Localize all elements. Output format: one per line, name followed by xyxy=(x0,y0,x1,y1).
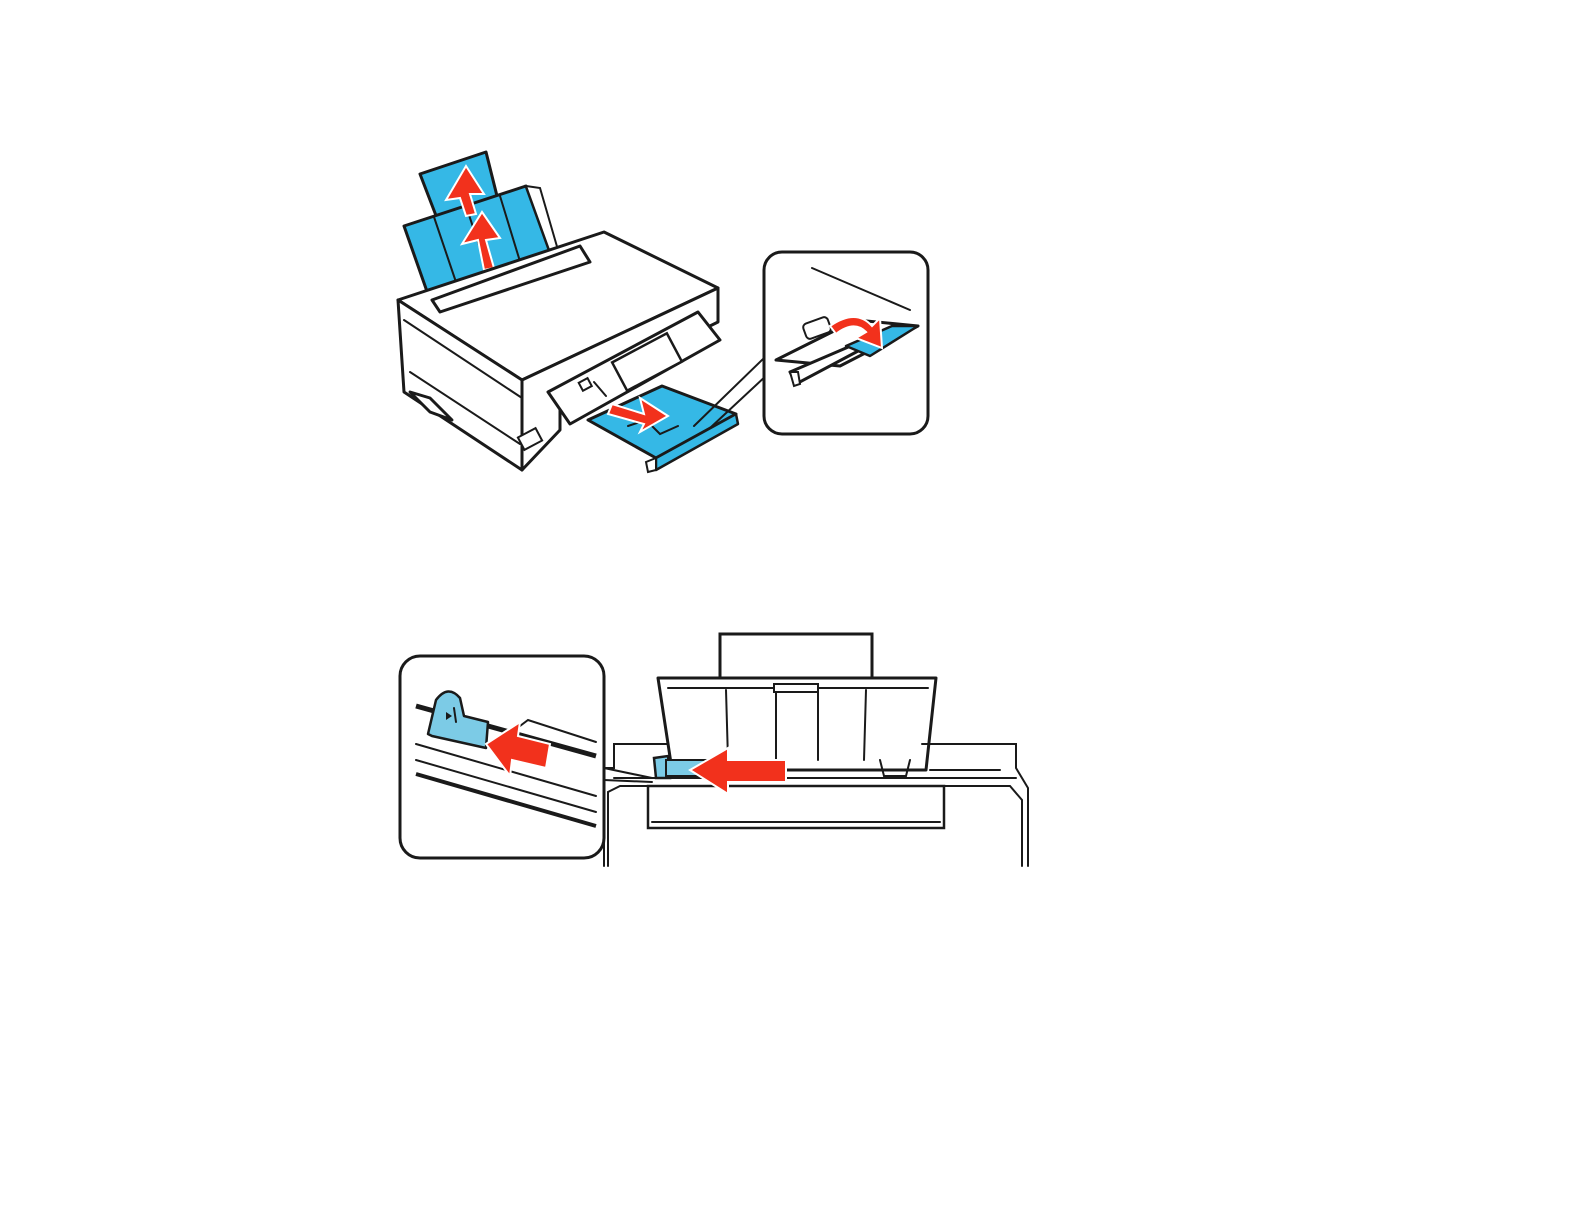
figure-1-printer-extend-supports xyxy=(398,152,928,472)
figure-2-slide-edge-guide xyxy=(400,634,1028,866)
inset-stopper-detail xyxy=(764,252,928,434)
paper-support-extension xyxy=(720,634,872,682)
inset-edge-guide-detail xyxy=(400,656,604,858)
sheet-feeder xyxy=(604,634,1028,866)
